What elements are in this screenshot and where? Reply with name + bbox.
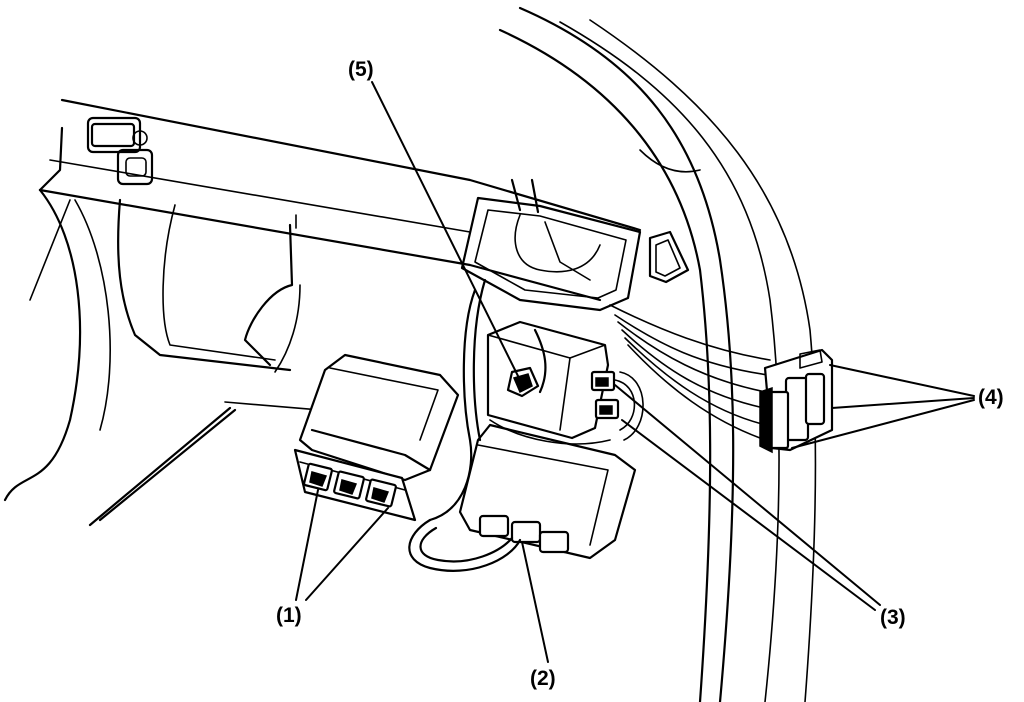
leader-2	[521, 541, 549, 663]
connector-cluster	[759, 348, 834, 454]
wire-harness-loops	[408, 278, 644, 572]
callout-5: (5)	[348, 58, 374, 81]
callout-4: (4)	[978, 386, 1004, 409]
leader-4c	[791, 399, 975, 449]
leader-4a	[829, 364, 975, 397]
leader-lines	[295, 81, 975, 663]
callout-1: (1)	[276, 604, 302, 627]
callout-3: (3)	[880, 606, 906, 629]
leader-1a	[295, 489, 319, 601]
leader-3b	[621, 419, 876, 611]
door-pillar	[498, 6, 817, 702]
harness-bundle	[609, 304, 771, 439]
control-unit-2	[458, 423, 637, 560]
leader-5	[371, 81, 521, 381]
upper-bracket	[460, 178, 642, 312]
leader-3a	[614, 384, 881, 606]
control-unit-1	[293, 353, 460, 522]
callout-labels: (1) (2) (3) (4) (5)	[276, 58, 1004, 690]
leader-1b	[305, 507, 389, 601]
callout-2: (2)	[530, 667, 556, 690]
relay-box	[486, 320, 620, 440]
leader-4b	[831, 397, 975, 409]
